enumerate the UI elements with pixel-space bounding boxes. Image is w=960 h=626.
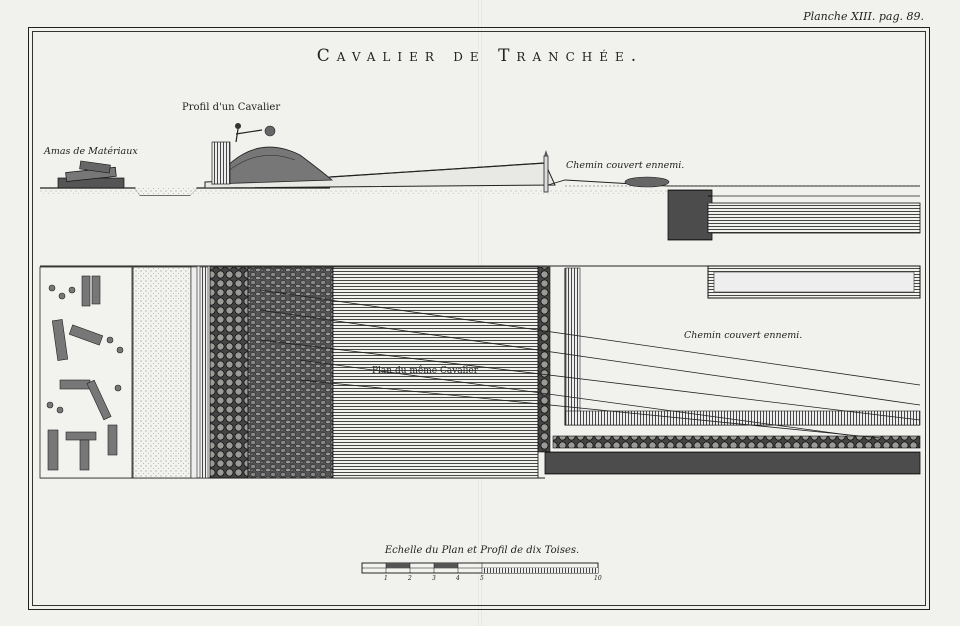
covered-way-plan-label: Chemin couvert ennemi. [684, 330, 803, 341]
plate-reference: Planche XIII. pag. 89. [803, 10, 924, 23]
materials-label: Amas de Matériaux [44, 146, 138, 157]
scale-tick: 1 [384, 575, 388, 582]
cavalier-plan-label: Plan du même Cavalier [372, 366, 479, 376]
covered-way-profile-label: Chemin couvert ennemi. [566, 160, 685, 171]
inner-border [32, 31, 926, 606]
scale-title: Echelle du Plan et Profil de dix Toises. [384, 545, 580, 556]
plan-section [39, 265, 921, 479]
scattered-materials [46, 275, 124, 471]
scale-tick: 10 [594, 575, 602, 582]
outer-border [28, 27, 930, 610]
scale-tick: 5 [480, 575, 484, 582]
scale-tick: 4 [456, 575, 460, 582]
cavalier-profile-label: Profil d'un Cavalier [182, 102, 281, 113]
scale-tick: 3 [432, 575, 436, 582]
materials-heap [57, 160, 125, 189]
scale-tick: 2 [408, 575, 412, 582]
plate-title: Cavalier de Tranchée. [316, 46, 644, 66]
profile-section [40, 123, 921, 241]
scale-bar [361, 562, 599, 574]
